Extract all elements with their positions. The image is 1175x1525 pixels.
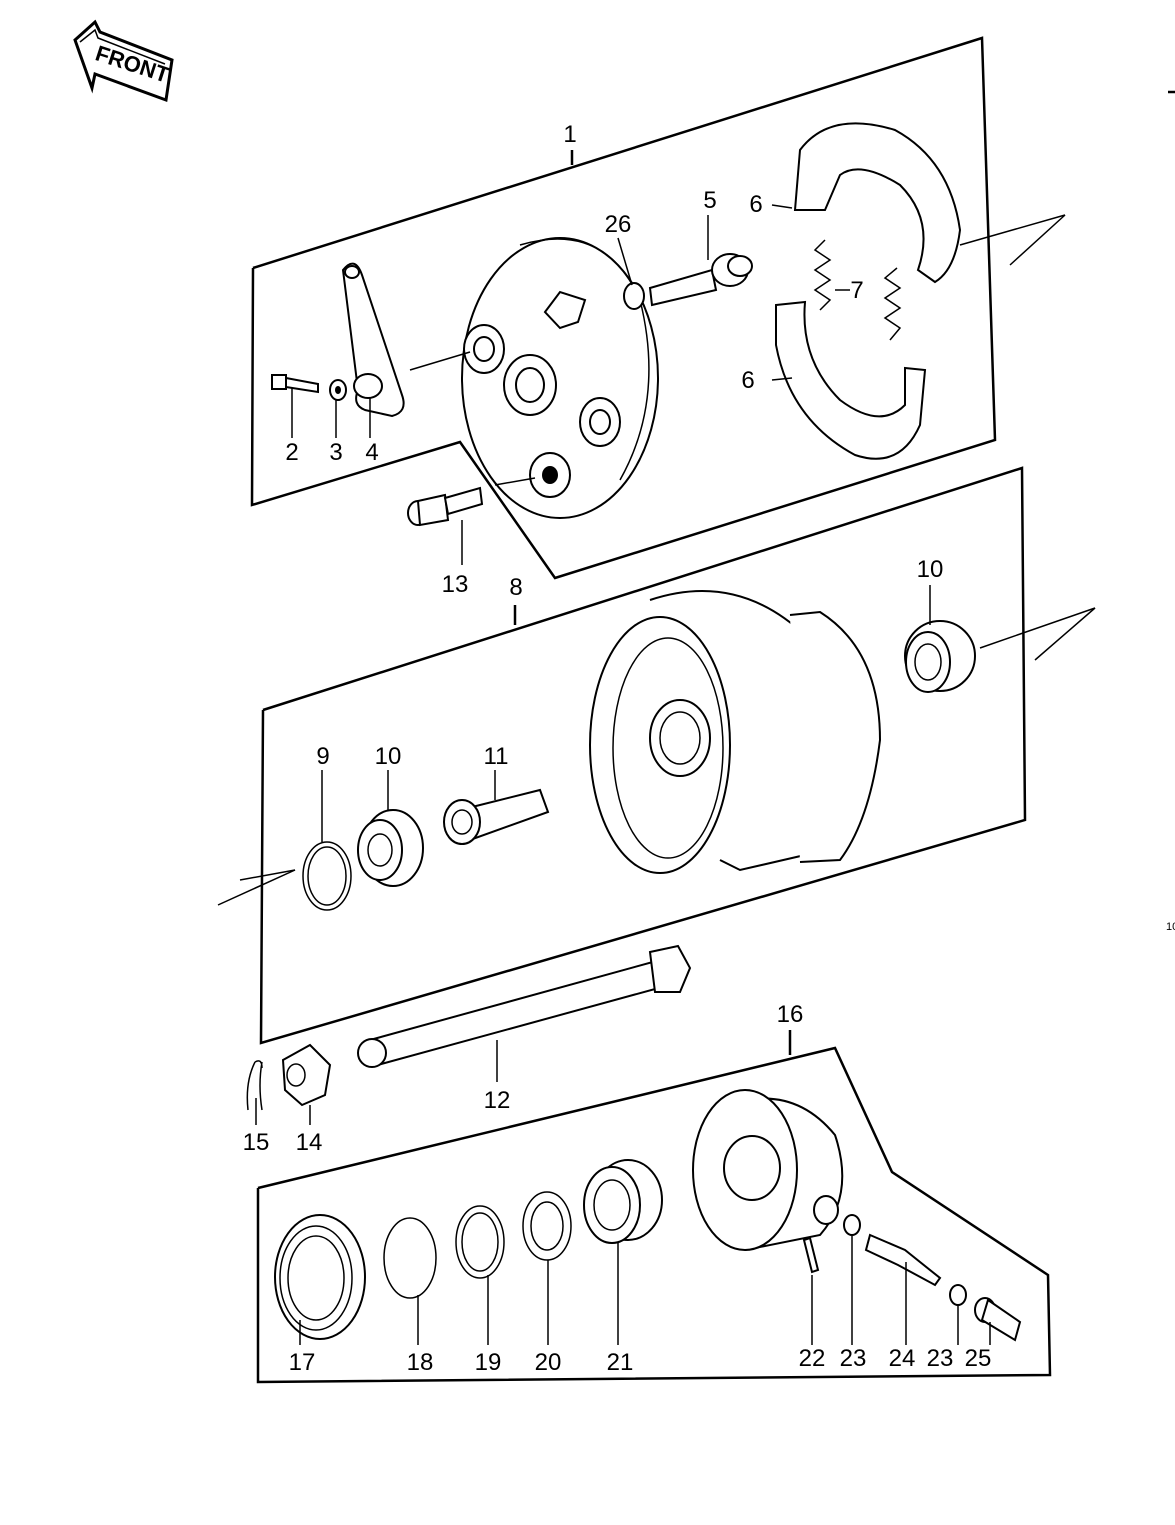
gear-group-frame [256, 1030, 1052, 1384]
callout-26: 26 [605, 211, 632, 238]
callout-7: 7 [850, 277, 863, 304]
brake-spring-7a [813, 239, 832, 311]
callout-23-left: 23 [840, 1345, 867, 1372]
brake-spring-7b [883, 267, 902, 341]
callout-10-right: 10 [917, 556, 944, 583]
hub-group-frame [217, 466, 1096, 1045]
washer-23b [949, 1284, 967, 1306]
spacer-11 [443, 788, 550, 845]
callout-20: 20 [535, 1349, 562, 1376]
brake-cam-5 [648, 253, 753, 307]
axle-12 [357, 944, 692, 1068]
callout-22: 22 [799, 1345, 826, 1372]
callout-labels: 1 2 3 4 5 6 6 7 8 9 10 10 11 12 13 14 15… [243, 121, 992, 1376]
o-ring-26 [623, 282, 645, 310]
callout-17: 17 [289, 1349, 316, 1376]
pinion-24 [864, 1233, 942, 1287]
callout-6-lower: 6 [741, 367, 754, 394]
callout-18: 18 [407, 1349, 434, 1376]
pin-22 [802, 1236, 820, 1274]
callout-21: 21 [607, 1349, 634, 1376]
edge-label: 10 [1166, 921, 1175, 933]
callout-6-upper: 6 [749, 191, 762, 218]
callout-23-right: 23 [927, 1345, 954, 1372]
callout-11: 11 [484, 743, 509, 770]
callout-2: 2 [285, 439, 298, 466]
bushing-25 [974, 1297, 1022, 1342]
callout-1: 1 [563, 121, 576, 148]
washer-3 [329, 379, 347, 401]
socket-bolt-13 [407, 477, 536, 527]
callout-3: 3 [329, 439, 342, 466]
washer-23a [843, 1214, 861, 1236]
front-arrow-icon: FRONT [73, 19, 174, 103]
oil-seal-17 [274, 1214, 366, 1340]
callout-10-left: 10 [375, 743, 402, 770]
axle-nut-14 [281, 1043, 332, 1107]
brake-shoe-lower [775, 300, 927, 460]
callout-9: 9 [316, 743, 329, 770]
callout-13: 13 [442, 571, 469, 598]
callout-12: 12 [484, 1087, 511, 1114]
brake-panel-group-frame [250, 36, 1066, 580]
callout-4: 4 [365, 439, 378, 466]
circlip-18 [383, 1217, 437, 1299]
brake-shoe-upper [793, 122, 962, 284]
gear-drive-21 [583, 1159, 663, 1244]
callout-8: 8 [509, 574, 522, 601]
washer-19 [455, 1205, 505, 1279]
bearing-10-left [357, 809, 424, 887]
leader-lines [255, 204, 991, 1345]
wheel-hub [589, 590, 882, 874]
callout-15: 15 [243, 1129, 270, 1156]
gear-housing-16 [692, 1089, 844, 1251]
lock-washer-20 [522, 1191, 572, 1261]
callout-5: 5 [703, 187, 716, 214]
brake-panel [461, 237, 659, 519]
callout-24: 24 [889, 1345, 916, 1372]
brake-cam-lever [341, 262, 471, 418]
callout-25: 25 [965, 1345, 992, 1372]
callout-19: 19 [475, 1349, 502, 1376]
bearing-10-right [904, 620, 976, 693]
callout-16: 16 [777, 1001, 804, 1028]
cotter-pin-15 [246, 1060, 263, 1111]
circlip-9 [302, 841, 352, 911]
bolt-2 [271, 374, 319, 394]
callout-14: 14 [296, 1129, 323, 1156]
